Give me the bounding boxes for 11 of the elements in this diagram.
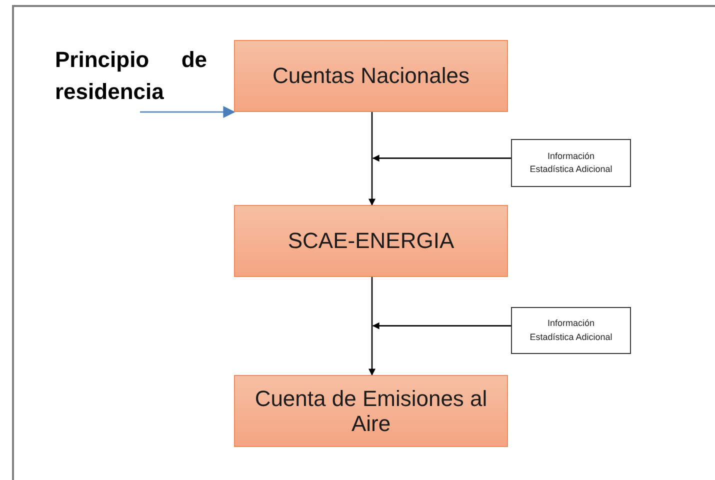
arrow [372, 322, 511, 330]
input-box: Información Estadística Adicional [511, 139, 631, 187]
note-text: Principio de residencia [55, 44, 207, 112]
arrow [372, 154, 511, 162]
input-box: Información Estadística Adicional [511, 307, 631, 354]
arrow [368, 277, 376, 376]
arrow [140, 106, 236, 118]
process-box: Cuentas Nacionales [234, 40, 508, 112]
process-box: Cuenta de Emisiones al Aire [234, 375, 508, 447]
arrow [368, 112, 376, 206]
process-box: SCAE-ENERGIA [234, 205, 508, 277]
